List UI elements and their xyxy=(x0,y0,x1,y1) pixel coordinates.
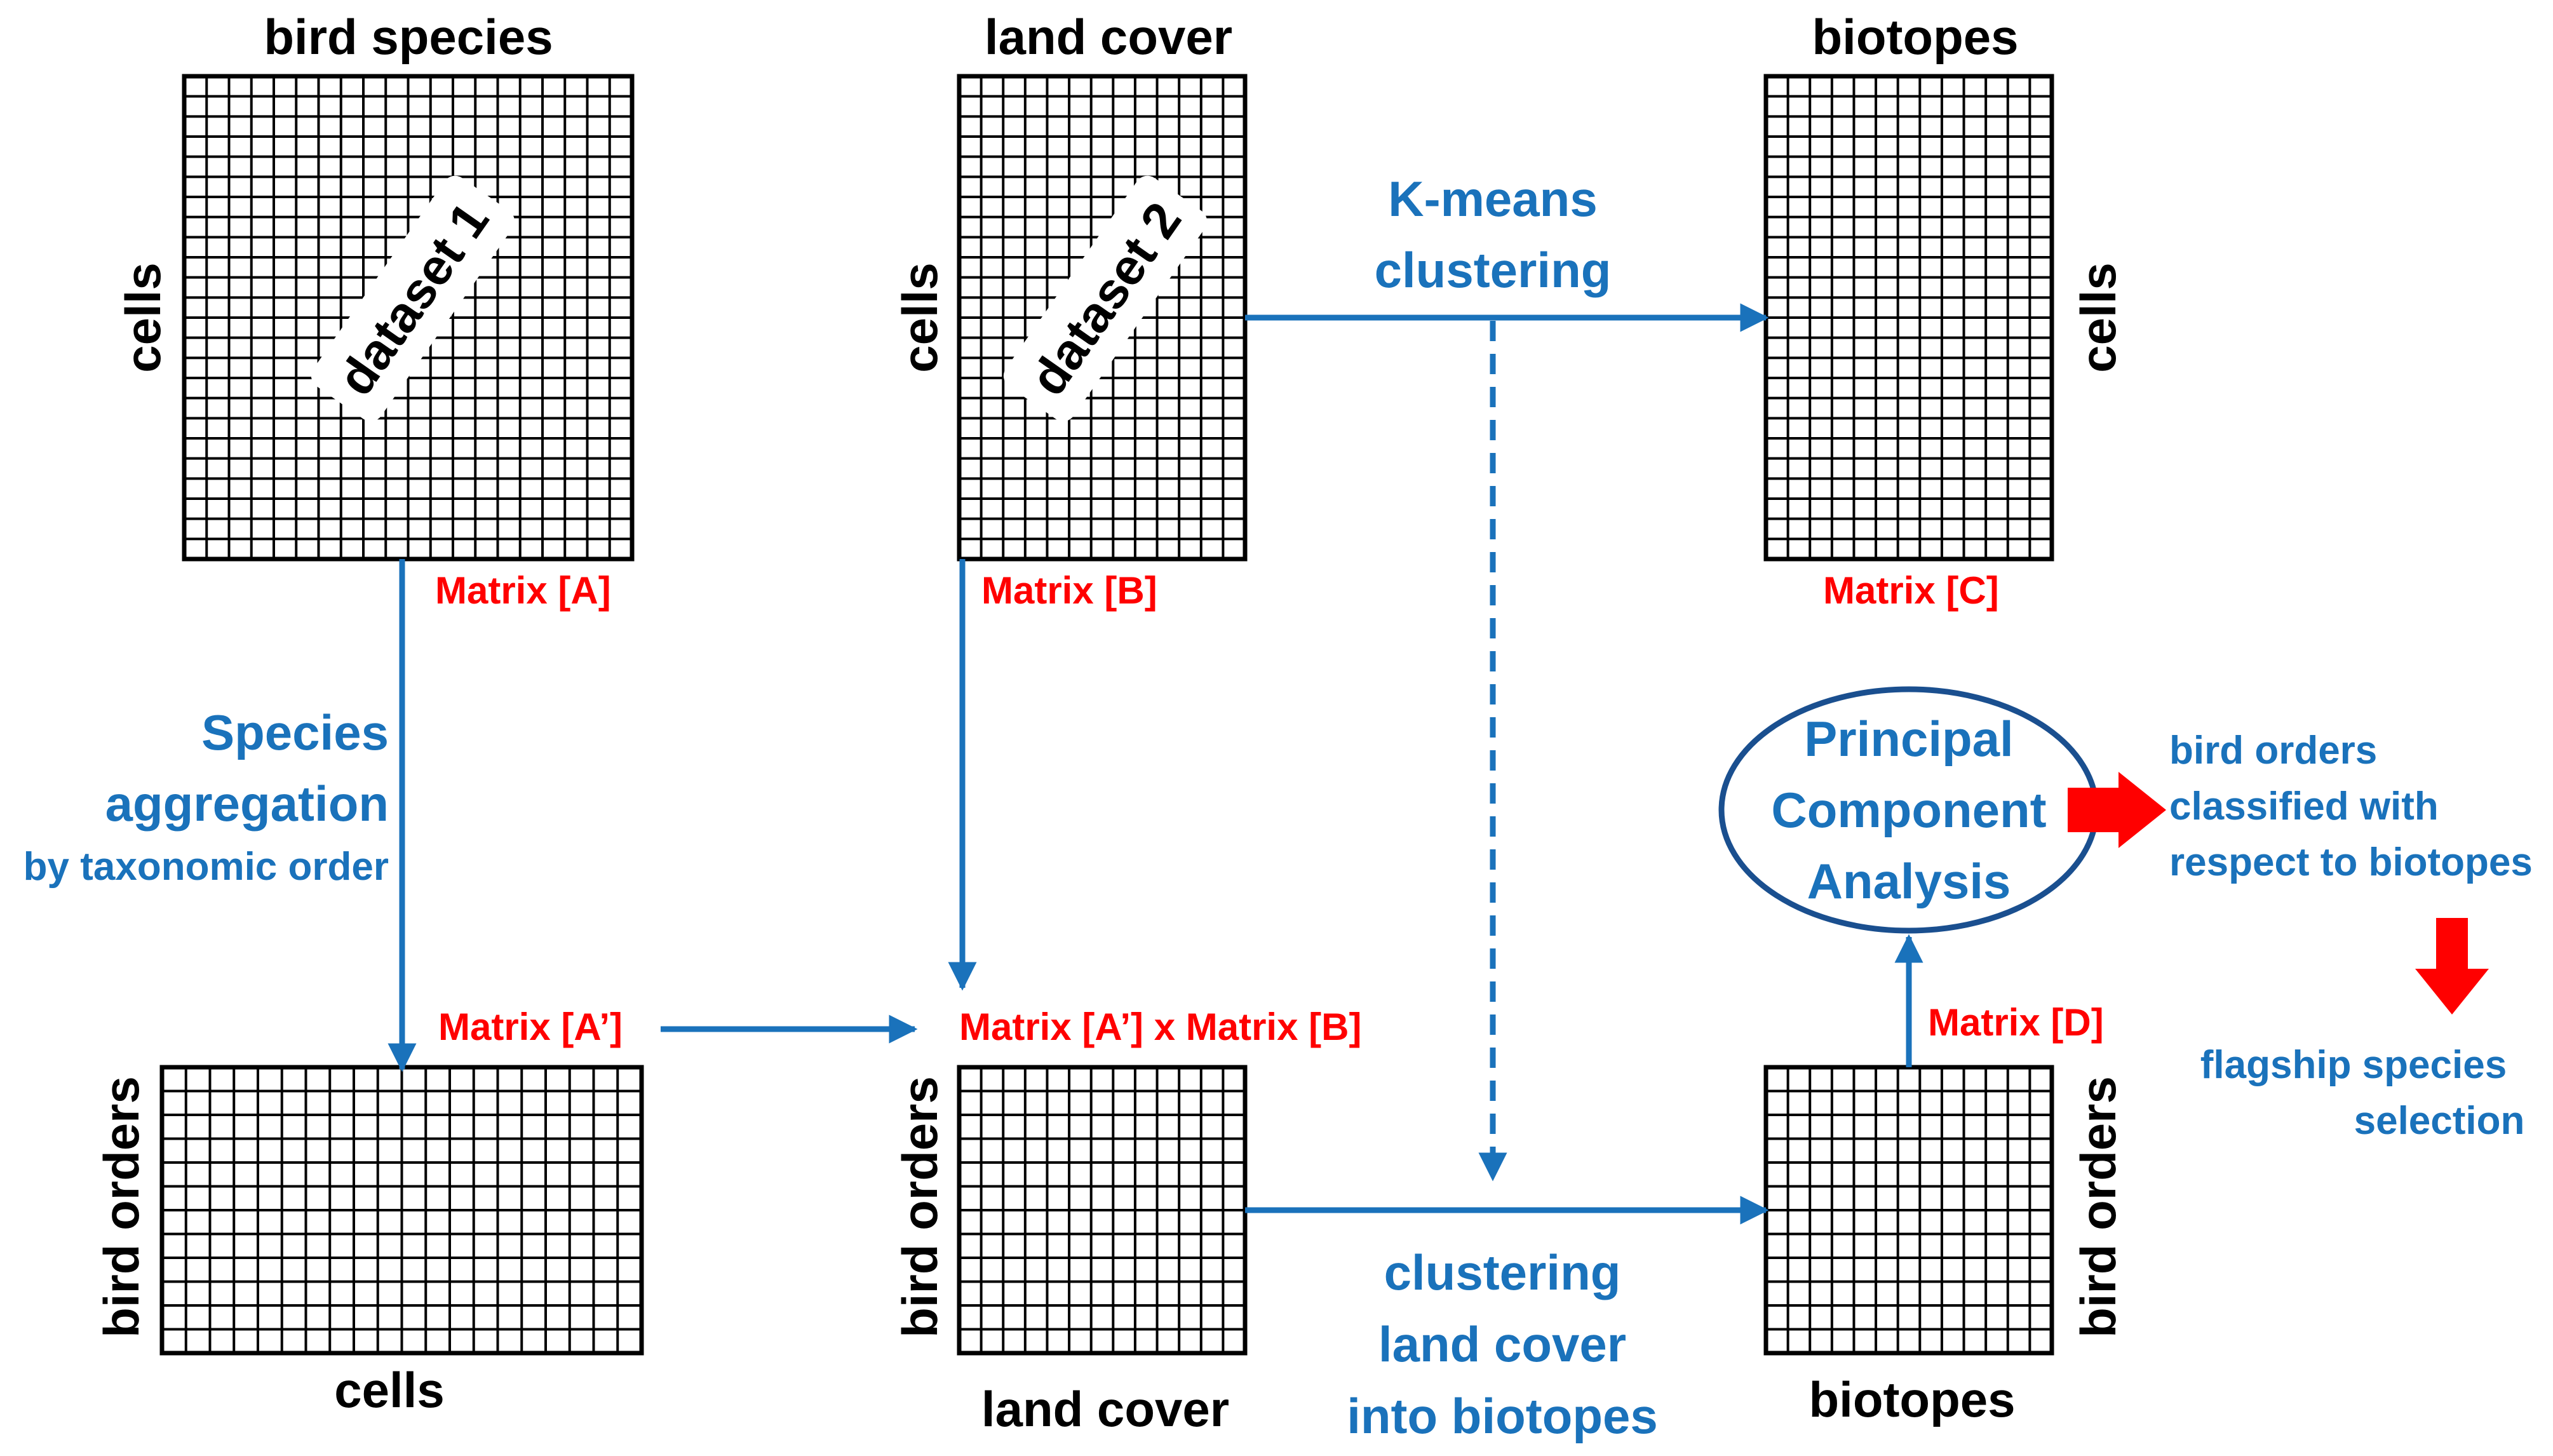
matrix-a-top-label: bird species xyxy=(264,9,553,65)
matrix-a-prime-bottom-label: cells xyxy=(334,1362,444,1418)
matrix-a-grid xyxy=(182,74,635,562)
matrix-d-bottom-label: biotopes xyxy=(1809,1372,2016,1427)
result-1-line-3: respect to biotopes xyxy=(2169,840,2533,884)
clustering-line-1: clustering xyxy=(1384,1244,1621,1300)
matrix-ab-side-label: bird orders xyxy=(892,1076,948,1338)
red-arrow-right xyxy=(2068,772,2166,848)
matrix-a-label: Matrix [A] xyxy=(435,569,611,612)
matrix-b-side-label: cells xyxy=(892,262,948,372)
matrix-a-prime-grid xyxy=(159,1065,644,1356)
result-2-line-1: flagship species xyxy=(2200,1043,2507,1087)
matrix-a-side-label: cells xyxy=(115,262,171,372)
species-agg-line-2: aggregation xyxy=(105,776,389,832)
species-agg-line-1: Species xyxy=(201,704,389,760)
matrix-b-label: Matrix [B] xyxy=(981,569,1157,612)
matrix-d-label: Matrix [D] xyxy=(1928,1001,2104,1044)
pca-line-1: Principal xyxy=(1804,711,2013,767)
matrix-c-label: Matrix [C] xyxy=(1823,569,1999,612)
species-agg-subtitle: by taxonomic order xyxy=(24,845,389,889)
matrix-c-side-label: cells xyxy=(2070,262,2126,372)
pca-line-3: Analysis xyxy=(1807,853,2011,909)
result-1-line-1: bird orders xyxy=(2169,729,2377,772)
kmeans-label-line-1: K-means xyxy=(1388,171,1597,227)
result-1-line-2: classified with xyxy=(2169,785,2439,828)
matrix-c-top-label: biotopes xyxy=(1812,9,2019,65)
matrix-ab-grid xyxy=(957,1065,1248,1356)
result-2-line-2: selection xyxy=(2354,1099,2525,1143)
matrix-b-top-label: land cover xyxy=(985,9,1232,65)
clustering-line-2: land cover xyxy=(1378,1316,1626,1372)
matrix-c-grid xyxy=(1763,74,2054,562)
matrix-d-side-label: bird orders xyxy=(2070,1076,2126,1338)
matrix-a-prime-label: Matrix [A’] xyxy=(438,1006,623,1048)
matrix-ab-bottom-label: land cover xyxy=(981,1381,1229,1437)
matrix-a-prime-side-label: bird orders xyxy=(93,1076,149,1338)
pca-line-2: Component xyxy=(1771,782,2046,838)
kmeans-label-line-2: clustering xyxy=(1375,242,1612,298)
matrix-d-grid xyxy=(1763,1065,2054,1356)
matrix-ab-label: Matrix [A’] x Matrix [B] xyxy=(959,1006,1361,1048)
red-arrow-down xyxy=(2415,918,2489,1014)
clustering-line-3: into biotopes xyxy=(1347,1388,1658,1444)
